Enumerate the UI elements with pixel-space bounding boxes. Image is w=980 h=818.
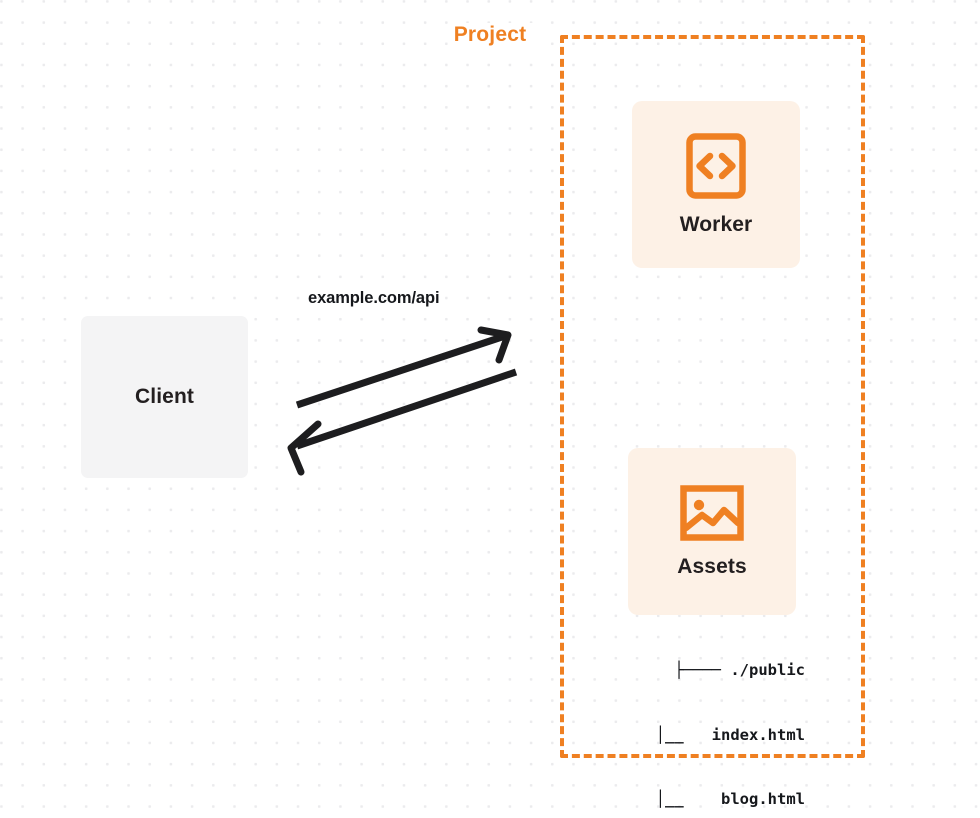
client-node[interactable]: Client <box>81 316 248 478</box>
assets-label: Assets <box>677 554 747 578</box>
project-container <box>560 35 865 758</box>
response-arrow <box>287 368 518 476</box>
file-tree-row: │__ index.html <box>655 725 805 744</box>
project-title: Project <box>447 23 533 47</box>
client-label: Client <box>135 385 194 408</box>
code-brackets-icon <box>686 132 746 199</box>
file-tree-row: │__ blog.html <box>655 790 805 808</box>
file-tree-row: ├──── ./public <box>674 661 805 679</box>
worker-label: Worker <box>679 212 753 236</box>
file-tree: ├──── ./public │__ index.html │__ blog.h… <box>560 617 805 818</box>
connection-label: example.com/api <box>308 289 440 307</box>
request-arrow <box>295 326 512 409</box>
assets-node[interactable]: Assets <box>628 448 796 615</box>
worker-node[interactable]: Worker <box>632 101 800 268</box>
image-icon <box>680 484 744 541</box>
